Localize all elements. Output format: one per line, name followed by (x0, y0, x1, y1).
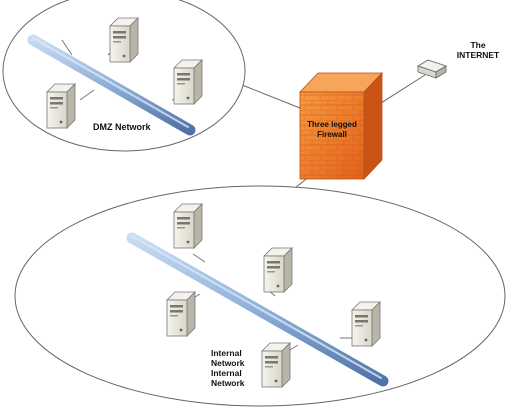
internal-network-label-line2: Network (211, 358, 245, 368)
firewall-icon: Three legged Firewall (299, 71, 383, 181)
dmz-backbone-pipe (27, 34, 196, 136)
internal-network-label2-line1: Internal (211, 368, 242, 378)
dmz-server-icon (109, 17, 139, 63)
dmz-network-label: DMZ Network (93, 122, 151, 132)
dmz-network-zone: DMZ Network (2, 0, 246, 152)
internal-server-icon (261, 342, 291, 388)
firewall-label-line1: Three legged (307, 120, 357, 129)
internal-backbone-pipe (126, 232, 389, 387)
internal-network-label2-line2: Network (211, 378, 245, 388)
router-icon (417, 59, 447, 79)
internal-server-icon (351, 301, 381, 347)
firewall-label-line2: Firewall (317, 130, 347, 139)
dmz-server-icon (173, 59, 203, 105)
internal-server-icon (166, 291, 196, 337)
internal-server-icon (173, 203, 203, 249)
internal-network-zone: Internal Network Internal Network (14, 185, 506, 407)
internal-server-icon (263, 247, 293, 293)
dmz-link (231, 80, 306, 111)
internal-network-label-line1: Internal (211, 348, 242, 358)
dmz-server-icon (46, 83, 76, 129)
internet-label-line1: The (470, 40, 485, 50)
internet-label-line2: INTERNET (457, 50, 500, 60)
